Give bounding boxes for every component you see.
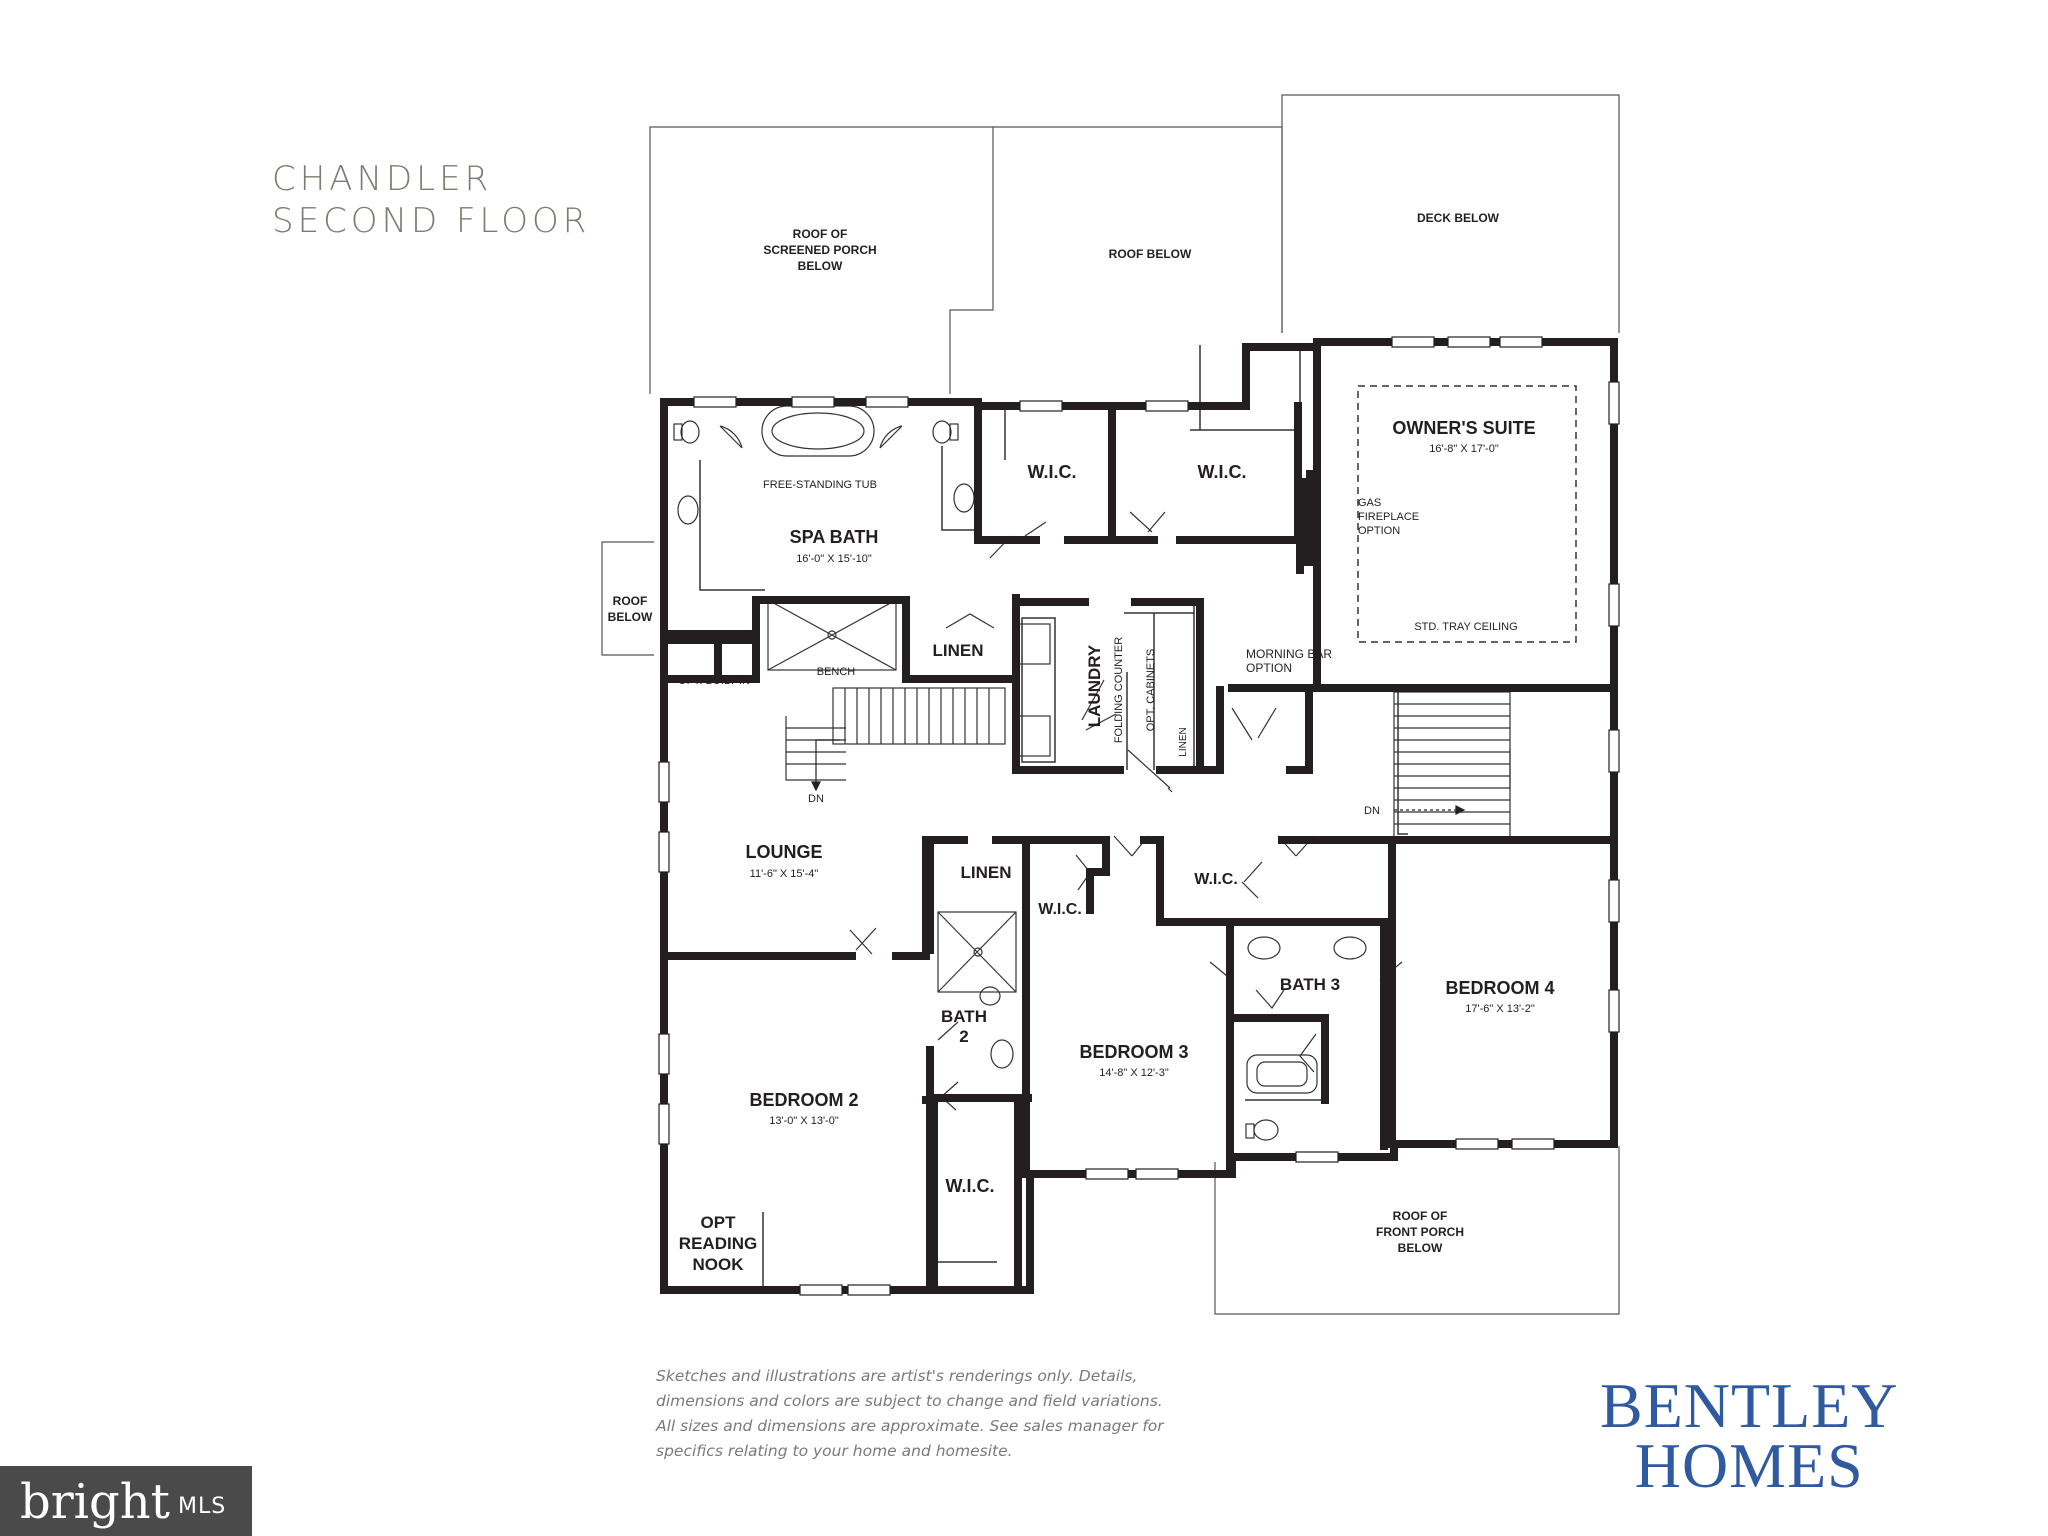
stair-arrows xyxy=(811,739,1466,815)
bentley-homes-logo: BENTLEY HOMES xyxy=(1600,1370,1899,1501)
spa-bath-dims: 16'-0" X 15'-10" xyxy=(796,553,872,565)
wic-label-3: W.I.C. xyxy=(1038,901,1082,918)
stairs-right xyxy=(1393,691,1511,839)
logo-line2: HOMES xyxy=(1634,1430,1864,1501)
bathtub xyxy=(1246,1054,1318,1094)
bench-label: BENCH xyxy=(817,666,856,678)
toilet-2 xyxy=(932,420,952,444)
roof-below-label: ROOF BELOW xyxy=(1109,247,1192,261)
sink-1 xyxy=(677,495,699,525)
toilet-4 xyxy=(1253,1119,1279,1141)
fireplace-label-2: FIREPLACE xyxy=(1358,511,1419,523)
plan-title: CHANDLER SECOND FLOOR xyxy=(272,158,590,242)
wic-label-1: W.I.C. xyxy=(1028,462,1077,482)
linen-label-3: LINEN xyxy=(1178,727,1189,756)
washer xyxy=(1015,623,1051,665)
folding-counter-label: FOLDING COUNTER xyxy=(1113,637,1125,743)
built-in-wall xyxy=(664,630,760,644)
opt-built-in-label: OPT. BUILT-IN xyxy=(678,675,750,687)
bedroom4-name: BEDROOM 4 xyxy=(1445,978,1554,998)
tray-ceiling-label: STD. TRAY CEILING xyxy=(1414,621,1517,633)
bright-mls-watermark: bright MLS xyxy=(0,1466,252,1536)
plan-title-line2: SECOND FLOOR xyxy=(272,201,591,241)
morning-bar-label-2: OPTION xyxy=(1246,661,1292,675)
plan-labels: ROOF OF SCREENED PORCH BELOW ROOF BELOW … xyxy=(608,211,1555,1274)
dryer xyxy=(1015,715,1051,757)
wic-label-5: W.I.C. xyxy=(946,1176,995,1196)
spa-bath-name: SPA BATH xyxy=(790,527,879,547)
tub-label: FREE-STANDING TUB xyxy=(763,479,877,491)
sink-3 xyxy=(990,1039,1014,1069)
bedroom3-name: BEDROOM 3 xyxy=(1079,1042,1188,1062)
wic-label-2: W.I.C. xyxy=(1198,462,1247,482)
reading-nook-label-1: OPT xyxy=(701,1213,737,1232)
fireplace-label-3: OPTION xyxy=(1358,525,1400,537)
disclaimer-text: Sketches and illustrations are artist's … xyxy=(656,1367,1164,1460)
fireplace-label-1: GAS xyxy=(1358,497,1381,509)
watermark-word: bright xyxy=(20,1474,170,1530)
tray-ceiling-outline xyxy=(1357,385,1577,643)
logo-line1: BENTLEY xyxy=(1600,1370,1899,1441)
lounge-dims: 11'-6" X 15'-4" xyxy=(750,868,819,880)
bedroom2-dims: 13'-0" X 13'-0" xyxy=(769,1115,839,1127)
roof-front-label-1: ROOF OF xyxy=(1393,1209,1448,1223)
wic-label-4: W.I.C. xyxy=(1194,871,1238,888)
sink-5 xyxy=(1333,936,1367,960)
watermark-suffix: MLS xyxy=(178,1494,227,1519)
windows xyxy=(658,336,1620,1296)
roof-side-label-1: ROOF xyxy=(613,594,648,608)
laundry-label: LAUNDRY xyxy=(1085,644,1104,727)
opt-cabinets-label: OPT. CABINETS xyxy=(1145,649,1157,732)
owners-suite-name: OWNER'S SUITE xyxy=(1392,418,1535,438)
bedroom3-dims: 14'-8" X 12'-3" xyxy=(1099,1067,1169,1079)
shower-2 xyxy=(937,911,1017,993)
bath2-label-2: 2 xyxy=(959,1027,968,1046)
fireplace-block xyxy=(1300,478,1318,566)
bedroom2-name: BEDROOM 2 xyxy=(749,1090,858,1110)
dn-label-right: DN xyxy=(1364,805,1380,817)
reading-nook-label-2: READING xyxy=(679,1234,757,1253)
reading-nook-label-3: NOOK xyxy=(693,1255,745,1274)
bath3-label: BATH 3 xyxy=(1280,975,1340,994)
toilet-3 xyxy=(979,986,1001,1006)
roof-outlines xyxy=(601,94,1620,1315)
roof-front-label-2: FRONT PORCH xyxy=(1376,1225,1464,1239)
deck-below-label: DECK BELOW xyxy=(1417,211,1500,225)
owners-suite-dims: 16'-8" X 17'-0" xyxy=(1429,443,1499,455)
roof-front-label-3: BELOW xyxy=(1398,1241,1443,1255)
roof-side-label-2: BELOW xyxy=(608,610,653,624)
plan-title-line1: CHANDLER xyxy=(272,159,493,199)
morning-bar-label-1: MORNING BAR xyxy=(1246,647,1332,661)
bath2-label-1: BATH xyxy=(941,1007,987,1026)
linen-label-2: LINEN xyxy=(961,863,1012,882)
sink-4 xyxy=(1247,936,1281,960)
toilet-1 xyxy=(680,420,700,444)
roof-screened-label-1: ROOF OF xyxy=(793,227,848,241)
sink-2 xyxy=(953,483,975,513)
roof-screened-label-2: SCREENED PORCH xyxy=(763,243,876,257)
linen-label-1: LINEN xyxy=(933,641,984,660)
wall-blocks xyxy=(664,470,1318,644)
stairs-left xyxy=(785,687,1006,781)
dn-label-left: DN xyxy=(808,793,824,805)
lounge-name: LOUNGE xyxy=(745,842,822,862)
bedroom4-dims: 17'-6" X 13'-2" xyxy=(1465,1003,1535,1015)
roof-screened-label-3: BELOW xyxy=(798,259,843,273)
